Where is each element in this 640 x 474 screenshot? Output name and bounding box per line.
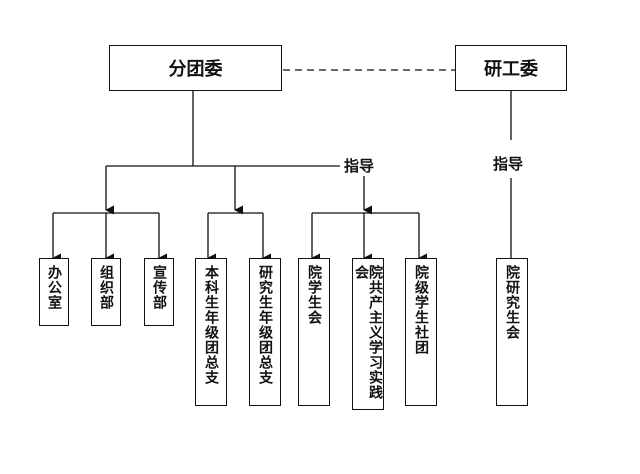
leaf-label: 院级学生社团 — [413, 265, 429, 355]
left-top-box-label: 分团委 — [168, 59, 223, 80]
leaf-label: 办公室 — [46, 265, 62, 310]
leaf-box: 研究生年级团总支 — [249, 258, 281, 406]
leaf-box: 办公室 — [39, 258, 69, 326]
guide-label-right: 指导 — [491, 153, 526, 174]
guide-label-left: 指导 — [342, 155, 377, 176]
leaf-label: 宣传部 — [151, 265, 167, 310]
left-top-box: 分团委 — [109, 45, 282, 91]
leaf-label: 院学生会 — [306, 265, 322, 325]
leaf-label: 组织部 — [98, 265, 114, 310]
leaf-box: 本科生年级团总支 — [195, 258, 227, 406]
right-top-box-label: 研工委 — [484, 59, 538, 80]
leaf-box: 组织部 — [91, 258, 121, 326]
leaf-label: 院研究生会 — [504, 265, 520, 340]
leaf-box: 院级学生社团 — [405, 258, 437, 406]
leaf-box: 院学生会 — [298, 258, 330, 406]
leaf-box: 院共产主义学习实践会 — [352, 258, 384, 410]
leaf-label: 本科生年级团总支 — [203, 265, 219, 385]
leaf-box: 院研究生会 — [496, 258, 528, 406]
leaf-label: 研究生年级团总支 — [257, 265, 273, 385]
leaf-label: 院共产主义学习实践会 — [353, 265, 383, 400]
leaf-box: 宣传部 — [144, 258, 174, 326]
right-top-box: 研工委 — [455, 45, 567, 91]
